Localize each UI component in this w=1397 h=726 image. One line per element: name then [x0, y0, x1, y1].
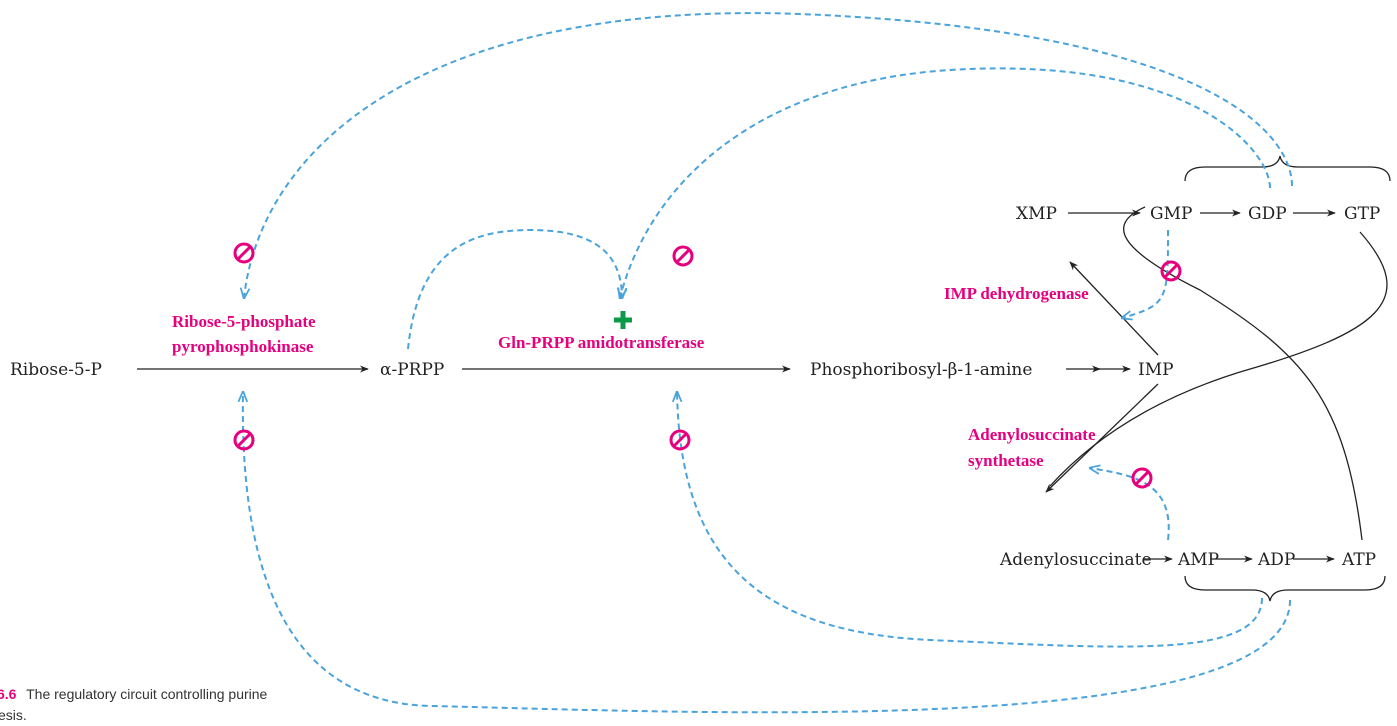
inhibition-symbol [1131, 467, 1153, 489]
amidotransferase-label: Gln-PRPP amidotransferase [498, 333, 705, 352]
imp-label: IMP [1138, 360, 1174, 380]
caption-text-line1: The regulatory circuit controlling purin… [26, 686, 267, 702]
atp-label: ATP [1341, 550, 1376, 570]
inhibition-symbol [669, 429, 691, 451]
amp-adp-atp-brace [1184, 575, 1386, 602]
gdp-label: GDP [1248, 204, 1287, 224]
activation-prpp-to-amidotransferase [407, 228, 622, 350]
gmp-label: GMP [1150, 204, 1192, 224]
feedback-guanine-to-amidotransferase [620, 67, 1271, 298]
feedback-adenine-to-amidotransferase [677, 392, 1263, 648]
feedback-amp-to-adenylosuccinate-synthetase [1090, 468, 1170, 541]
gtp-to-adenylosuccinate-synthetase-curve [1049, 231, 1388, 487]
inhibition-symbol [672, 245, 694, 267]
arrow-imp-to-adenylosuccinate [1045, 383, 1159, 493]
feedback-adenine-to-prpp-synthetase [243, 392, 1291, 714]
adenylosuccinate-synthetase-label-line1: Adenylosuccinate [968, 425, 1096, 444]
plus-symbol [614, 311, 632, 329]
amp-label: AMP [1177, 550, 1219, 570]
adenylosuccinate-label: Adenylosuccinate [999, 550, 1152, 570]
ribose5p-label: Ribose-5-P [10, 360, 102, 380]
figure-caption-line1: 6.6 The regulatory circuit controlling p… [0, 686, 268, 702]
arrow-imp-to-xmp [1069, 261, 1159, 356]
gmp-gdp-gtp-brace [1184, 155, 1391, 182]
inhibition-symbol [233, 429, 255, 451]
inhibition-symbol [1160, 260, 1182, 282]
atp-to-gmp-synthesis-curve [1123, 206, 1363, 541]
inhibition-symbol [233, 242, 255, 264]
gtp-label: GTP [1344, 204, 1380, 224]
imp-dehydrogenase-label: IMP dehydrogenase [944, 284, 1089, 303]
prpp-synthetase-label-line2: pyrophosphokinase [172, 337, 314, 356]
prpp-synthetase-label-line1: Ribose-5-phosphate [172, 312, 316, 331]
figure-number: 6.6 [0, 686, 17, 702]
xmp-label: XMP [1016, 204, 1057, 224]
amine-label: Phosphoribosyl-β-1-amine [810, 360, 1032, 380]
feedback-gmp-to-imp-dehydrogenase [1122, 229, 1169, 318]
feedback-guanine-to-prpp-synthetase [244, 12, 1293, 298]
prpp-label: α-PRPP [380, 360, 444, 380]
adenylosuccinate-synthetase-label-line2: synthetase [968, 451, 1044, 470]
adp-label: ADP [1257, 550, 1295, 570]
figure-caption-line2: esis. [0, 707, 27, 723]
